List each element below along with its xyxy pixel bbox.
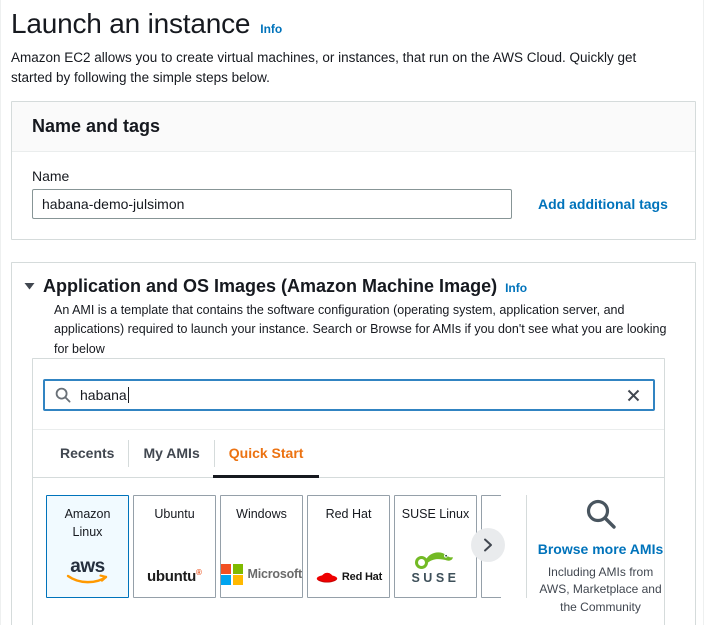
os-card-suse-linux[interactable]: SUSE Linux SUSE — [394, 495, 477, 598]
ubuntu-logo-word: ubuntu — [147, 568, 197, 585]
page-title: Launch an instance — [11, 8, 251, 39]
suse-logo-word: SUSE — [411, 571, 460, 585]
ami-section-description: An AMI is a template that contains the s… — [54, 303, 667, 356]
ami-search-input[interactable]: habana — [43, 379, 655, 411]
tab-separator — [128, 440, 130, 467]
search-icon — [584, 497, 618, 531]
os-card-title: Ubuntu — [154, 507, 195, 521]
os-card-title: Amazon Linux — [64, 507, 111, 540]
tab-quick-start[interactable]: Quick Start — [212, 430, 320, 478]
name-field-label: Name — [32, 168, 70, 184]
tab-separator — [213, 440, 215, 467]
ubuntu-logo-icon: ubuntu® — [147, 568, 202, 585]
clear-search-button[interactable] — [624, 386, 643, 405]
ami-section-title: Application and OS Images (Amazon Machin… — [43, 276, 498, 296]
ami-source-tabs: Recents My AMIs Quick Start — [33, 430, 664, 478]
add-additional-tags-link[interactable]: Add additional tags — [538, 196, 668, 212]
redhat-logo-icon: Red Hat — [315, 569, 382, 585]
name-and-tags-header: Name and tags — [12, 102, 695, 152]
next-os-cards-button[interactable] — [471, 528, 505, 562]
search-icon — [55, 387, 71, 403]
os-cards-strip: Amazon Linux aws Ubuntu ubuntu® — [46, 495, 501, 598]
vertical-divider — [526, 495, 527, 598]
suse-logo-icon: SUSE — [411, 546, 459, 585]
os-card-amazon-linux[interactable]: Amazon Linux aws — [46, 495, 129, 598]
collapse-caret-icon[interactable] — [24, 277, 35, 295]
ami-panel: Application and OS Images (Amazon Machin… — [11, 262, 696, 625]
page-description: Amazon EC2 allows you to create virtual … — [11, 50, 637, 86]
chevron-right-icon — [483, 537, 493, 553]
page-header: Launch an instance Info Amazon EC2 allow… — [1, 0, 703, 89]
browse-more-amis-description: Including AMIs from AWS, Marketplace and… — [539, 565, 662, 614]
os-card-windows[interactable]: Windows Microsoft — [220, 495, 303, 598]
ami-chooser-card: habana Recents My AMI — [32, 358, 665, 625]
redhat-logo-word: Red Hat — [341, 571, 383, 583]
name-and-tags-panel: Name and tags Name Add additional tags — [11, 101, 696, 240]
close-icon — [626, 388, 641, 403]
microsoft-logo-icon: Microsoft — [221, 563, 303, 585]
browse-more-amis-link[interactable]: Browse more AMIs — [537, 541, 664, 557]
ami-info-link[interactable]: Info — [505, 281, 528, 295]
os-card-title: SUSE Linux — [401, 507, 470, 521]
os-cards-row: Amazon Linux aws Ubuntu ubuntu® — [33, 478, 664, 615]
microsoft-logo-word: Microsoft — [247, 567, 303, 582]
browse-more-amis-block: Browse more AMIs Including AMIs from AWS… — [533, 497, 668, 616]
microsoft-squares-icon — [221, 563, 243, 585]
name-and-tags-title: Name and tags — [32, 116, 161, 136]
os-card-title: Red Hat — [325, 507, 372, 521]
page-title-info-link[interactable]: Info — [260, 22, 283, 36]
os-card-title: Windows — [236, 507, 287, 521]
name-input[interactable] — [32, 189, 512, 219]
aws-logo-icon: aws — [65, 557, 111, 585]
ubuntu-reg-mark: ® — [196, 568, 202, 577]
tab-recents[interactable]: Recents — [60, 430, 128, 477]
search-input-value: habana — [80, 387, 127, 403]
os-card-red-hat[interactable]: Red Hat Red Hat — [307, 495, 390, 598]
tab-my-amis[interactable]: My AMIs — [129, 430, 213, 477]
text-cursor — [127, 387, 130, 403]
aws-logo-word: aws — [70, 556, 105, 577]
os-card-ubuntu[interactable]: Ubuntu ubuntu® — [133, 495, 216, 598]
